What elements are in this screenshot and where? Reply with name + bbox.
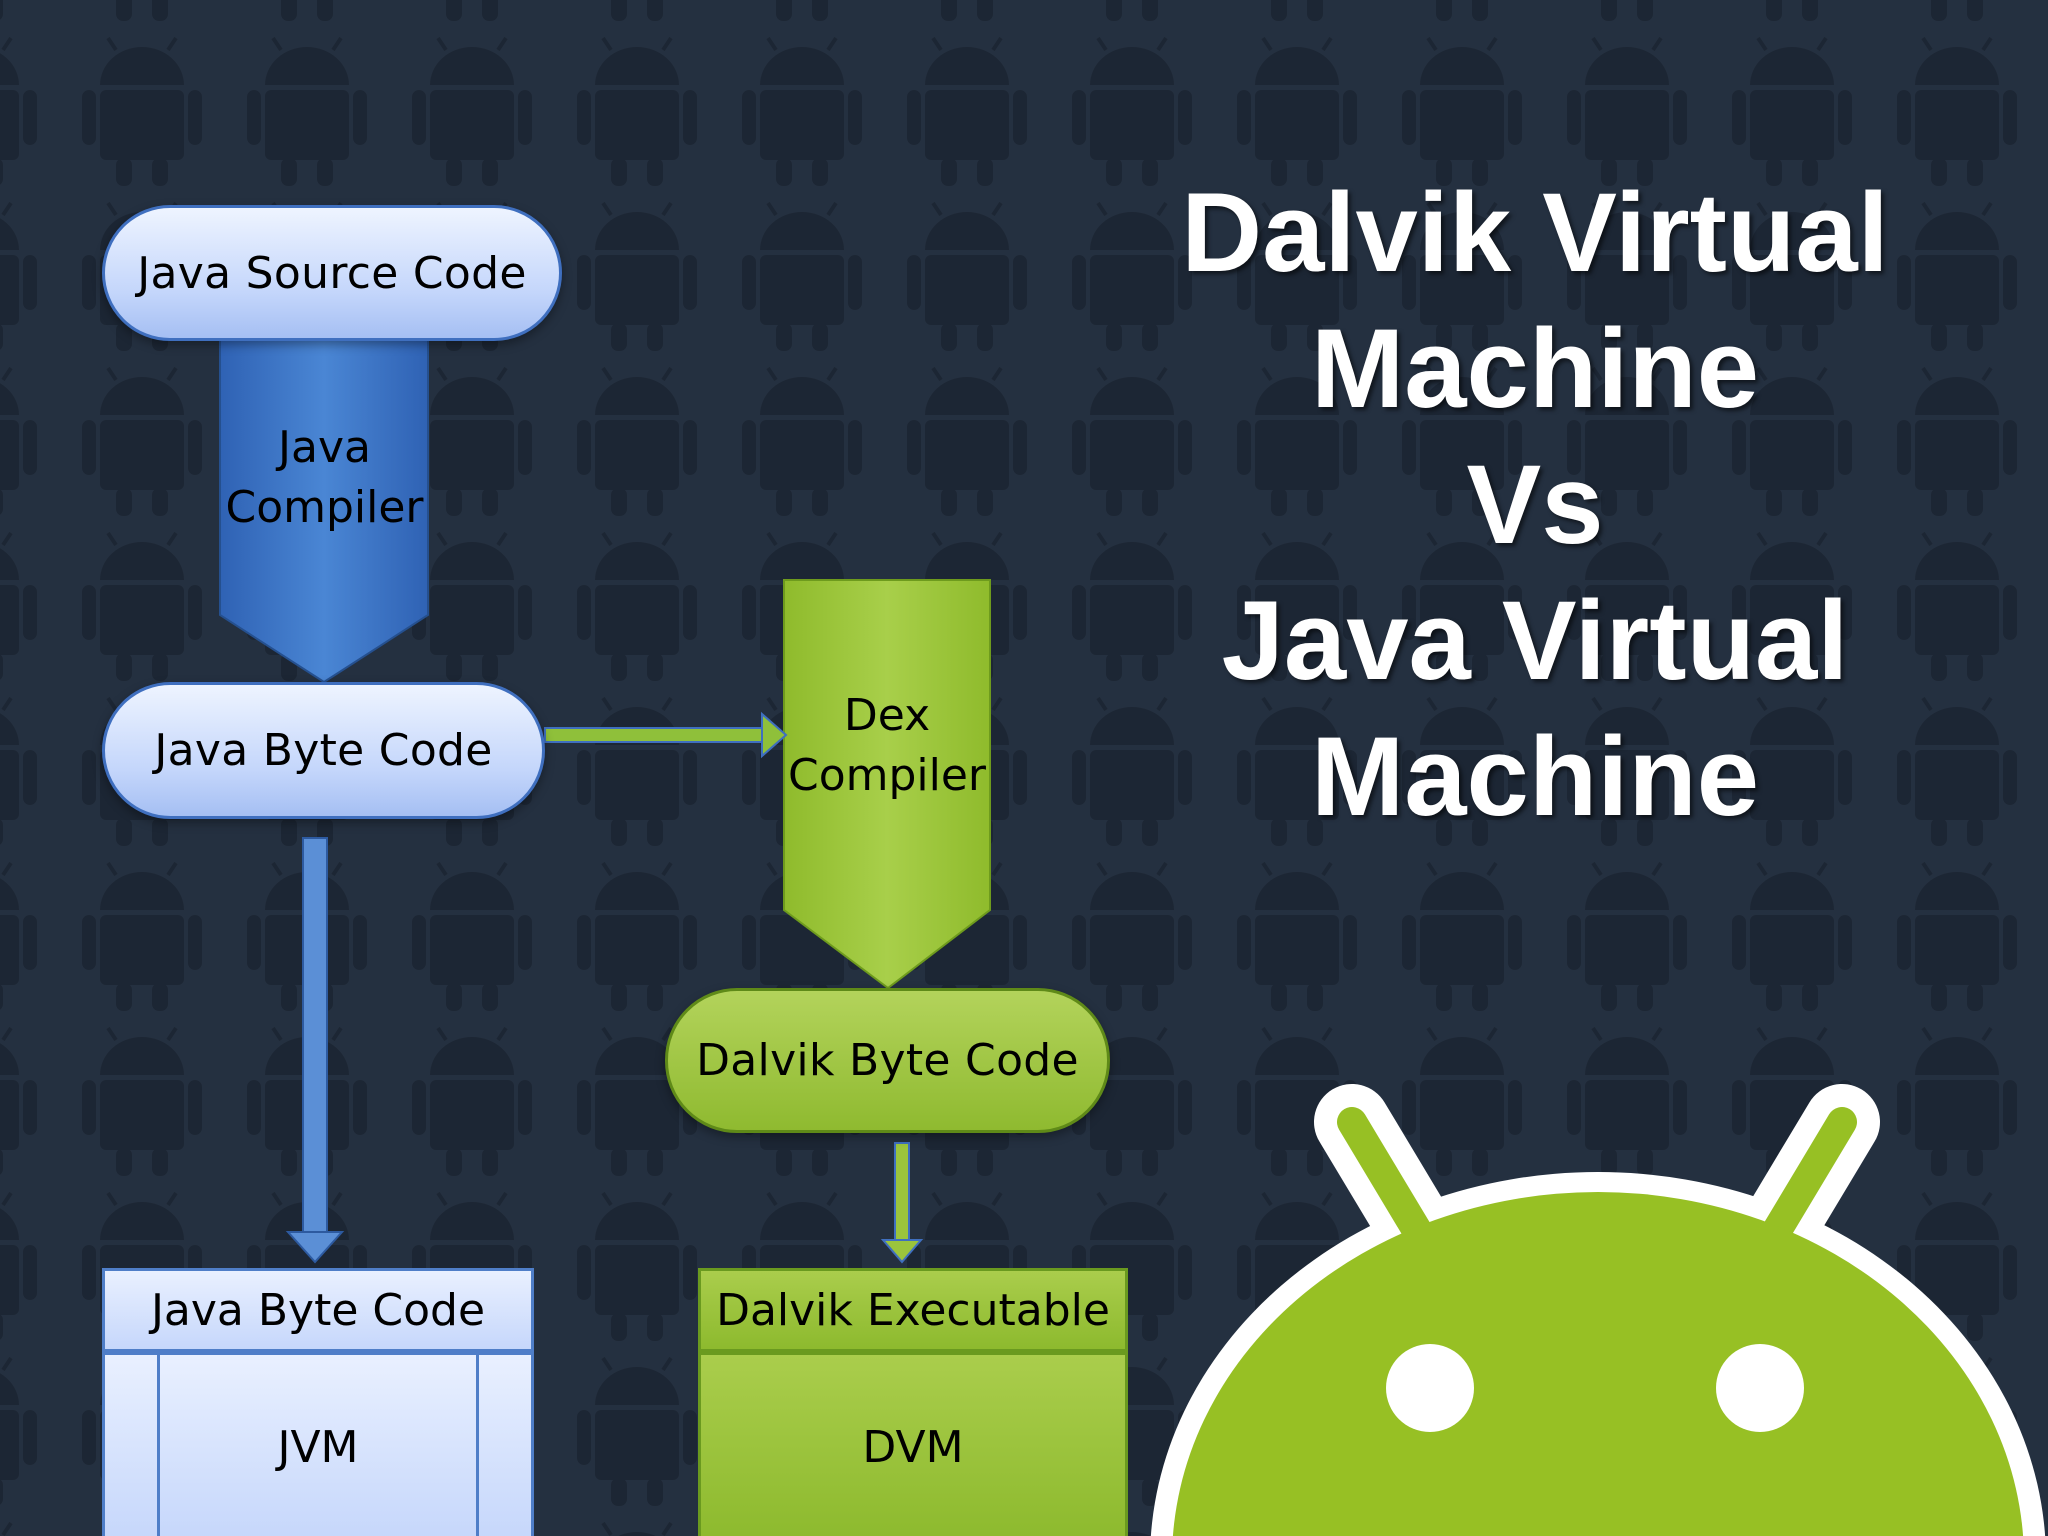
slide-title: Dalvik Virtual Machine Vs Java Virtual M… (1160, 165, 1910, 845)
dalvik-bytecode-to-dvm-connector (880, 1142, 924, 1264)
dalvik-byte-code-node: Dalvik Byte Code (665, 988, 1110, 1133)
java-compiler-label: Java Compiler (222, 418, 427, 538)
title-line-2: Machine (1310, 306, 1760, 431)
java-compiler-line-2: Compiler (225, 482, 424, 533)
dex-compiler-label: Dex Compiler (786, 686, 988, 806)
dex-compiler-line-1: Dex (843, 690, 931, 741)
title-line-4: Java Virtual (1221, 578, 1849, 703)
java-byte-code-label: Java Byte Code (154, 725, 493, 776)
title-line-3: Vs (1466, 442, 1604, 567)
jvm-label: JVM (277, 1421, 359, 1473)
java-source-code-node: Java Source Code (102, 205, 562, 341)
java-byte-code-node: Java Byte Code (102, 682, 545, 819)
jvm-stack-header: Java Byte Code (102, 1268, 534, 1352)
dvm-stack-header: Dalvik Executable (698, 1268, 1128, 1352)
title-line-1: Dalvik Virtual (1181, 170, 1889, 295)
dvm-stack-body: DVM (698, 1352, 1128, 1536)
dvm-stack-header-label: Dalvik Executable (716, 1284, 1110, 1336)
jvm-left-divider (157, 1355, 160, 1536)
bytecode-to-jvm-connector (285, 837, 345, 1264)
bytecode-to-dex-connector (544, 711, 788, 759)
title-line-5: Machine (1310, 714, 1760, 839)
dalvik-byte-code-label: Dalvik Byte Code (696, 1035, 1079, 1086)
dex-compiler-arrow (783, 579, 991, 990)
java-compiler-line-1: Java (278, 422, 371, 473)
java-source-code-label: Java Source Code (137, 247, 527, 299)
dex-compiler-line-2: Compiler (787, 750, 987, 801)
dvm-label: DVM (862, 1421, 964, 1473)
jvm-right-divider (476, 1355, 479, 1536)
jvm-stack-header-label: Java Byte Code (150, 1284, 486, 1336)
jvm-stack-body: JVM (102, 1352, 534, 1536)
